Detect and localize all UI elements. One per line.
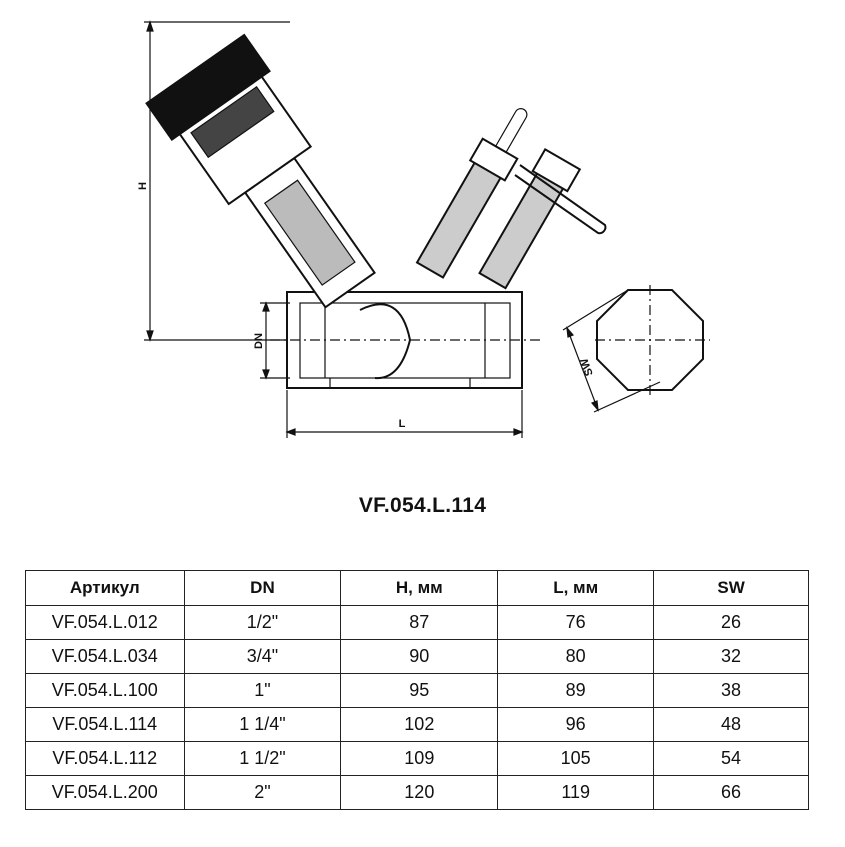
cell-sw: 66 [653, 775, 809, 810]
cell-h: 90 [340, 639, 499, 674]
cell-dn: 3/4" [183, 639, 342, 674]
nipple-handle [514, 164, 607, 235]
cell-h: 120 [340, 775, 499, 810]
h-dimension [144, 20, 290, 342]
cell-article: VF.054.L.034 [25, 639, 185, 674]
dn-dimension [260, 301, 290, 380]
cell-article: VF.054.L.200 [25, 775, 185, 810]
table-header-row: Артикул DN H, мм L, мм SW [25, 570, 809, 606]
handwheel-bonnet [145, 33, 376, 309]
cell-dn: 1 1/2" [183, 741, 342, 776]
dn-label: DN [253, 333, 265, 349]
col-header-h: H, мм [340, 570, 499, 606]
model-title: VF.054.L.114 [358, 494, 487, 517]
l-dimension [285, 390, 524, 438]
cell-article: VF.054.L.114 [25, 707, 185, 742]
octagon-sw-view [562, 285, 710, 413]
col-header-article: Артикул [25, 570, 185, 606]
cell-article: VF.054.L.012 [25, 605, 185, 640]
cell-l: 96 [497, 707, 655, 742]
cell-sw: 54 [653, 741, 809, 776]
h-label: H [137, 182, 149, 190]
cell-sw: 48 [653, 707, 809, 742]
sw-label: SW [578, 356, 596, 377]
cell-dn: 1" [183, 673, 342, 708]
cell-l: 89 [497, 673, 655, 708]
cell-sw: 26 [653, 605, 809, 640]
cell-h: 87 [340, 605, 499, 640]
cell-dn: 2" [183, 775, 342, 810]
cell-h: 109 [340, 741, 499, 776]
measuring-nipple-left [415, 108, 528, 279]
valve-technical-drawing: H DN L SW [137, 20, 710, 438]
l-label: L [399, 418, 406, 430]
cell-article: VF.054.L.112 [25, 741, 185, 776]
col-header-l: L, мм [497, 570, 655, 606]
valve-body [270, 291, 540, 389]
cell-l: 119 [497, 775, 655, 810]
cell-dn: 1/2" [183, 605, 342, 640]
cell-l: 105 [497, 741, 655, 776]
cell-h: 95 [340, 673, 499, 708]
measuring-nipple-right [478, 148, 582, 290]
cell-sw: 32 [653, 639, 809, 674]
col-header-sw: SW [653, 570, 809, 606]
cell-article: VF.054.L.100 [25, 673, 185, 708]
col-header-dn: DN [183, 570, 342, 606]
cell-sw: 38 [653, 673, 809, 708]
cell-h: 102 [340, 707, 499, 742]
cell-l: 76 [497, 605, 655, 640]
cell-dn: 1 1/4" [183, 707, 342, 742]
cell-l: 80 [497, 639, 655, 674]
